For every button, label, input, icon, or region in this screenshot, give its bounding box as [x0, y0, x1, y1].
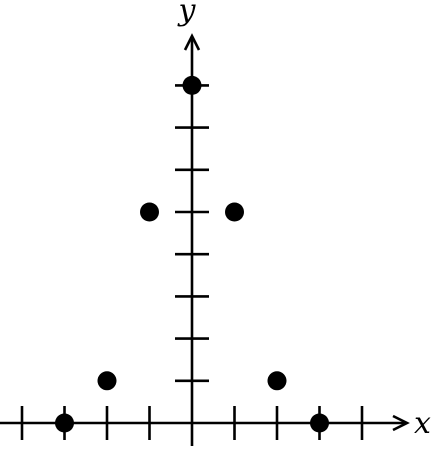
data-point [140, 202, 159, 222]
data-point [225, 202, 244, 222]
data-point [182, 75, 202, 95]
y-axis-arrowhead [183, 33, 201, 51]
data-point [55, 413, 74, 433]
x-axis-label: x [414, 406, 431, 441]
axes [0, 33, 410, 446]
data-point [267, 371, 287, 391]
x-axis-arrowhead [392, 414, 410, 432]
data-point [97, 371, 117, 391]
data-points [55, 75, 329, 433]
tick-marks [20, 84, 364, 440]
y-axis-label: y [177, 0, 197, 28]
data-point [310, 413, 329, 433]
